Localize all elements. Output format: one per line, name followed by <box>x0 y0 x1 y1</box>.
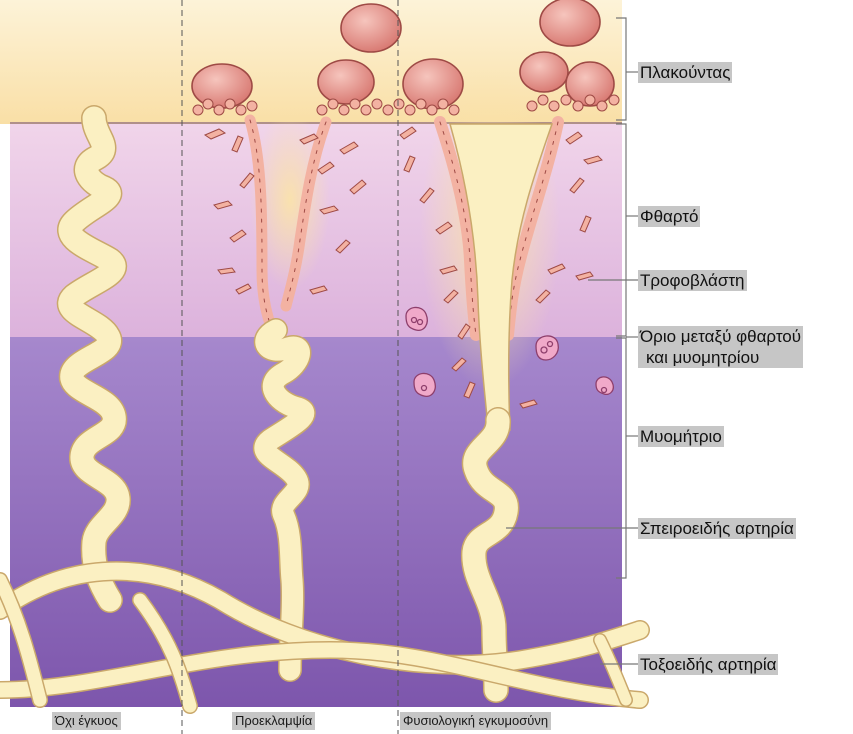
label-decidua: Φθαρτό <box>638 206 700 227</box>
caption-normal-pregnancy: Φυσιολογική εγκυμοσύνη <box>400 712 551 730</box>
label-spiral-artery: Σπειροειδής αρτηρία <box>638 518 796 539</box>
caption-preeclampsia: Προεκλαμψία <box>232 712 315 730</box>
label-boundary: Όριο μεταξύ φθαρτού και μυομητρίου <box>638 326 803 368</box>
caption-not-pregnant: Όχι έγκυος <box>52 712 121 730</box>
label-trophoblast: Τροφοβλάστη <box>638 270 747 291</box>
label-arcuate-artery: Τοξοειδής αρτηρία <box>638 654 778 675</box>
label-myometrium: Μυομήτριο <box>638 426 724 447</box>
label-placenta: Πλακούντας <box>638 62 732 83</box>
label-boundary-line2: και μυομητρίου <box>644 347 803 368</box>
label-boundary-line1: Όριο μεταξύ φθαρτού <box>638 326 803 347</box>
